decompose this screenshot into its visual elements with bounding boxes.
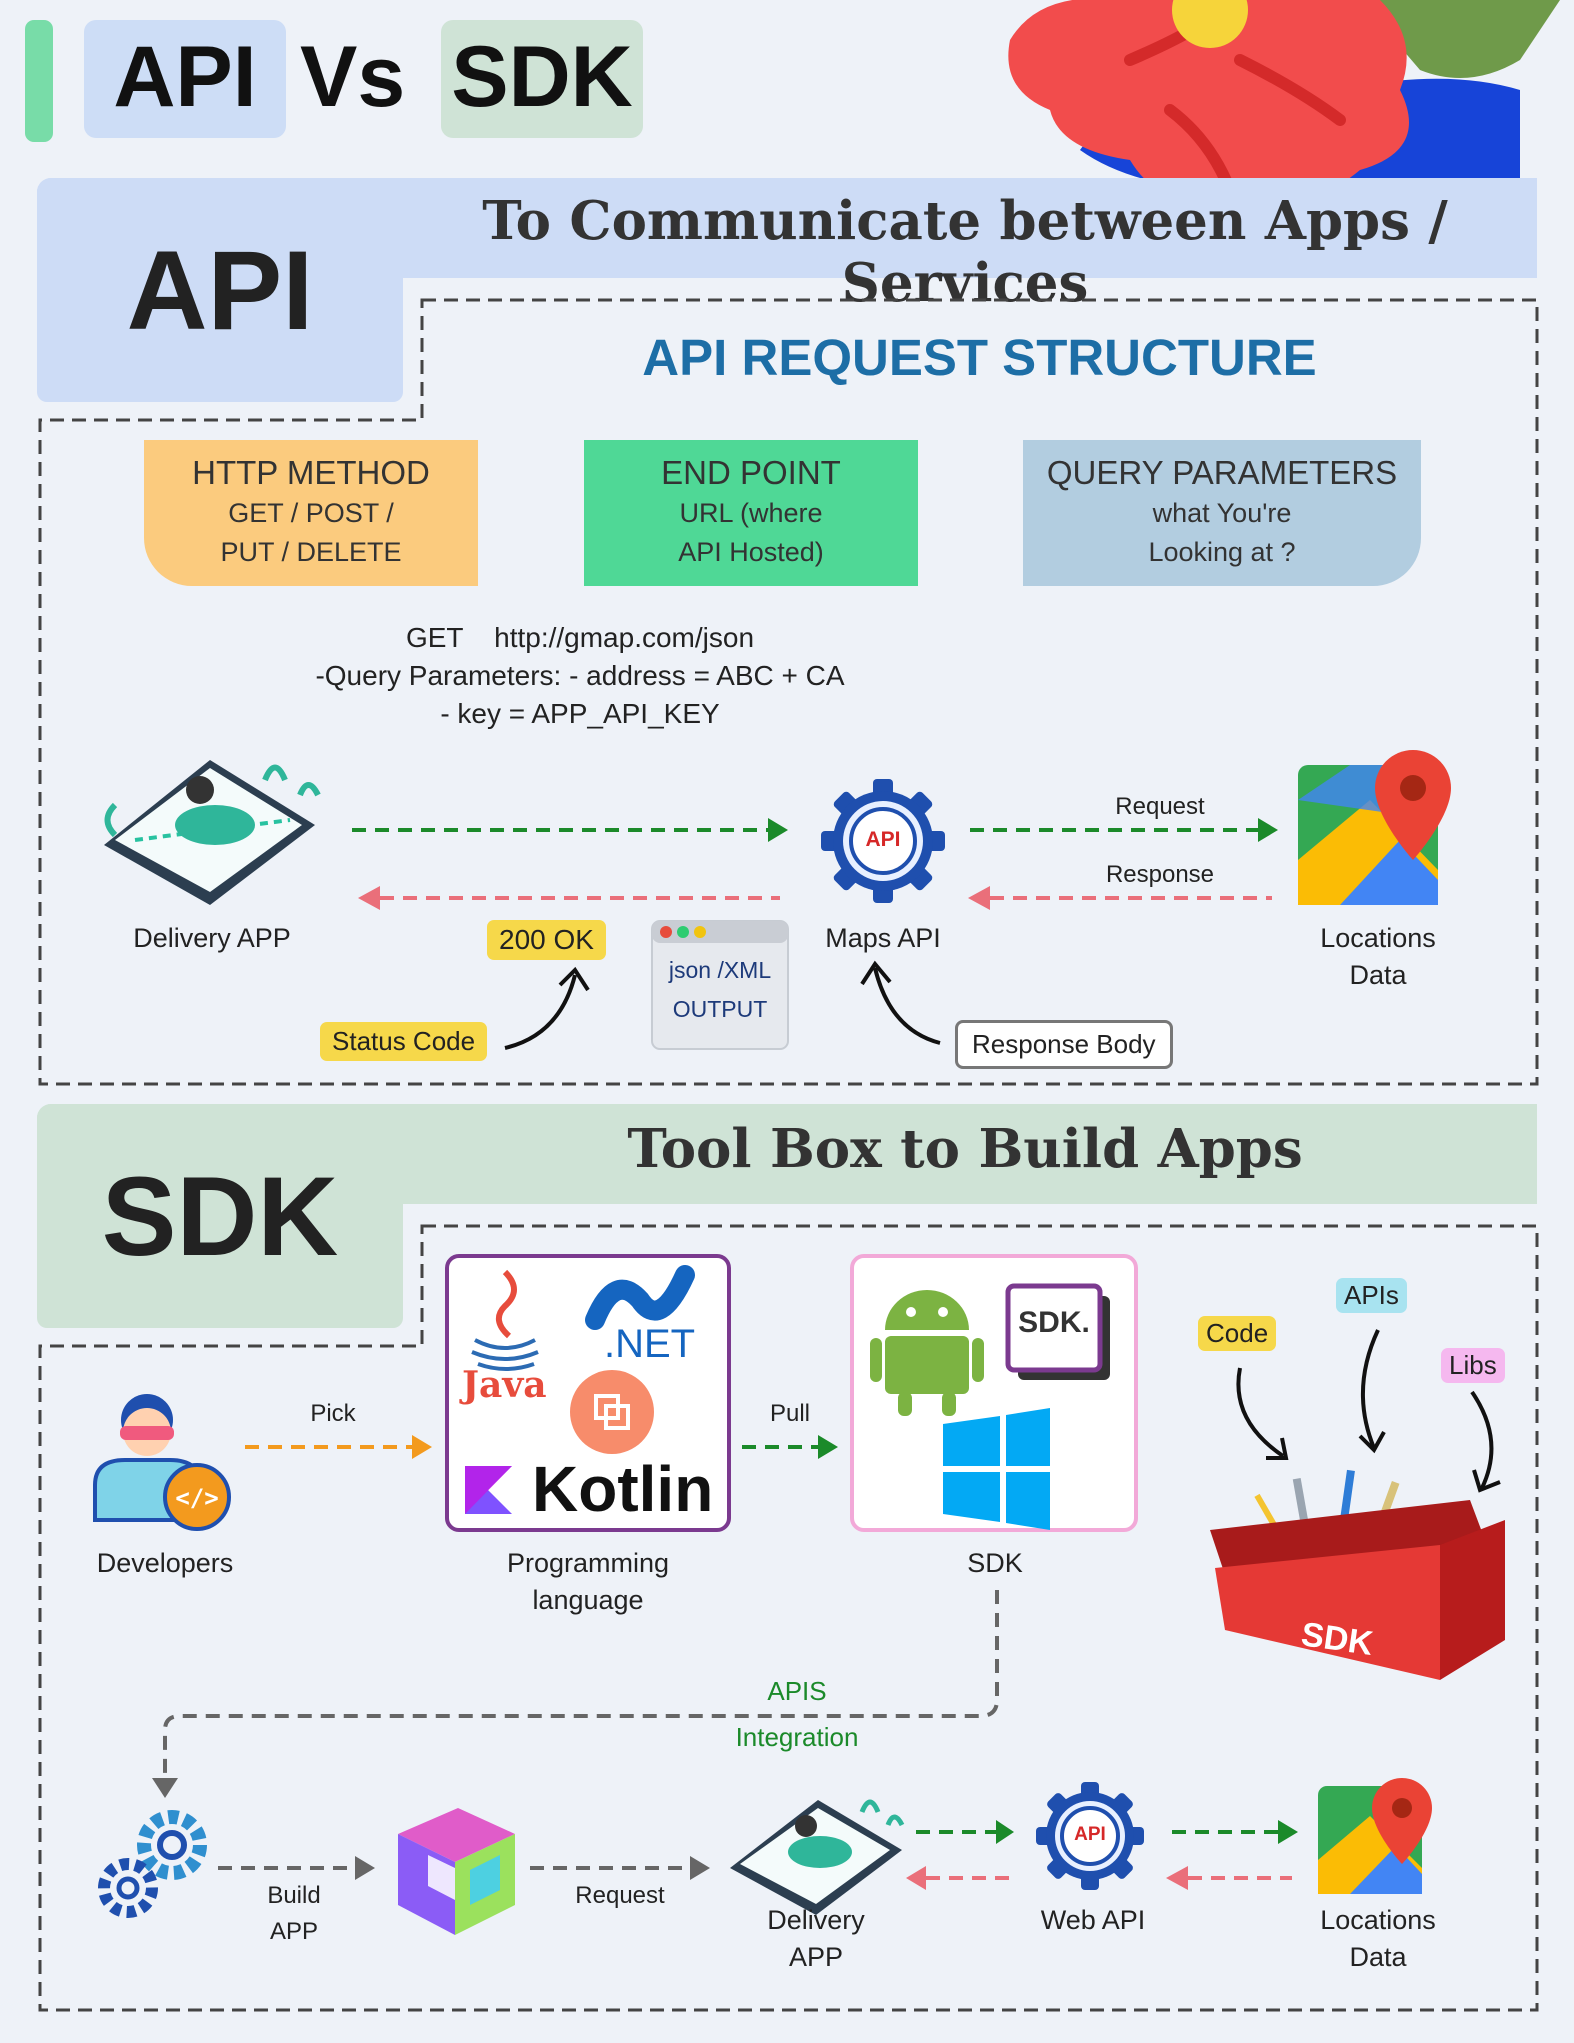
sdk-big-label: SDK	[101, 1154, 339, 1279]
request-label: Request	[1115, 793, 1205, 820]
android-icon	[870, 1290, 984, 1416]
card-query-parameters-title: QUERY PARAMETERS	[1046, 454, 1398, 491]
api-flow-diagram	[104, 750, 1451, 1050]
sdk-logo-text: SDK.	[1018, 1306, 1090, 1339]
sdk-delivery-app-line2: APP	[788, 1942, 844, 1972]
sdk-big-block	[37, 1104, 403, 1328]
sdk-locations-data-line2: Data	[1349, 1942, 1407, 1972]
tag-code: Code	[1198, 1316, 1277, 1351]
example-line3: - key = APP_API_KEY	[440, 698, 720, 729]
developer-icon: </>	[93, 1394, 231, 1531]
example-line2: -Query Parameters: - address = ABC + CA	[315, 660, 845, 691]
sdk-label: SDK	[967, 1548, 1023, 1578]
header-vs-label: Vs	[300, 29, 406, 125]
card-end-point-line1: URL (where	[679, 498, 823, 528]
status-ok-badge: 200 OK	[487, 920, 606, 960]
build-gears-icon	[98, 1810, 207, 1918]
pick-label: Pick	[310, 1400, 356, 1427]
pull-label: Pull	[769, 1400, 811, 1427]
card-end-point: END POINT URL (where API Hosted)	[584, 440, 918, 586]
kotlin-label: Kotlin	[532, 1453, 714, 1525]
output-window-icon	[651, 920, 789, 1050]
build-app-line1: Build	[267, 1882, 321, 1909]
card-http-method: HTTP METHOD GET / POST / PUT / DELETE	[144, 440, 478, 586]
card-http-method-title: HTTP METHOD	[192, 454, 430, 491]
card-query-parameters-line1: what You're	[1152, 498, 1292, 528]
delivery-app-icon	[104, 760, 321, 905]
card-end-point-line2: API Hosted)	[678, 537, 824, 567]
card-query-parameters-line2: Looking at ?	[1148, 537, 1296, 567]
flower-decoration-icon	[1008, 0, 1560, 206]
api-big-block	[37, 178, 403, 402]
developers-label: Developers	[96, 1548, 234, 1578]
maps-api-badge: API	[865, 828, 901, 851]
tag-apis: APIs	[1336, 1278, 1407, 1313]
programming-language-line1: Programming	[506, 1548, 670, 1578]
sdk-locations-data-line1: Locations	[1320, 1905, 1436, 1935]
api-dashed-frame	[38, 298, 1539, 1086]
response-body-badge: Response Body	[955, 1020, 1173, 1069]
output-line2: OUTPUT	[672, 996, 768, 1022]
apis-integration-line1: APIS	[767, 1676, 827, 1706]
api-banner-title: To Communicate between Apps / Services	[482, 190, 1448, 314]
sdk-banner-title: Tool Box to Build Apps	[627, 1118, 1303, 1180]
dotnet-label: .NET	[604, 1322, 696, 1366]
sdk-delivery-app-line1: Delivery	[767, 1905, 865, 1935]
api-structure-title: API REQUEST STRUCTURE	[642, 329, 1317, 386]
java-label: Java	[462, 1364, 547, 1406]
card-query-parameters: QUERY PARAMETERS what You're Looking at …	[1023, 440, 1421, 586]
web-api-badge: API	[1074, 1824, 1106, 1845]
windows-icon	[943, 1408, 1050, 1530]
web-api-label: Web API	[1040, 1905, 1146, 1935]
web-api-gear-icon	[1036, 1782, 1144, 1890]
api-big-label: API	[126, 228, 314, 353]
status-code-badge: Status Code	[320, 1022, 488, 1061]
maps-api-gear-icon	[821, 779, 945, 903]
header-api-pill	[84, 20, 286, 138]
programming-language-line2: language	[532, 1585, 644, 1615]
header-sdk-pill	[441, 20, 643, 138]
sdk-request-label: Request	[575, 1882, 665, 1909]
svg-text:</>: </>	[175, 1484, 218, 1512]
response-label: Response	[1105, 861, 1215, 888]
toolbox-icon	[1210, 1469, 1505, 1680]
apis-integration-line2: Integration	[735, 1722, 859, 1752]
locations-data-line1: Locations	[1320, 923, 1436, 953]
sdk-delivery-app-icon	[730, 1799, 905, 1915]
delivery-app-label: Delivery APP	[133, 923, 291, 953]
card-http-method-line1: GET / POST /	[228, 498, 394, 528]
sdk-locations-map-icon	[1318, 1778, 1432, 1894]
header-api-label: API	[113, 29, 257, 125]
build-app-line2: APP	[269, 1918, 319, 1945]
header-accent-bar	[25, 20, 53, 142]
locations-map-icon	[1298, 750, 1451, 905]
card-end-point-title: END POINT	[661, 454, 841, 491]
app-cube-icon	[398, 1808, 515, 1935]
tag-libs: Libs	[1441, 1348, 1505, 1383]
header-sdk-label: SDK	[451, 29, 633, 125]
locations-data-line2: Data	[1349, 960, 1407, 990]
example-line1: GET http://gmap.com/json	[405, 622, 755, 653]
output-line1: json /XML	[668, 957, 772, 983]
card-http-method-line2: PUT / DELETE	[220, 537, 402, 567]
maps-api-label: Maps API	[825, 923, 941, 953]
